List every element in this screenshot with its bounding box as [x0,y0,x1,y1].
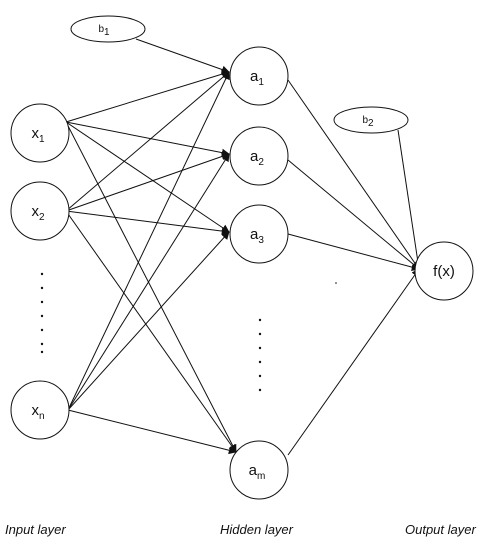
edge-a3-fx [287,233,420,272]
hidden-node-am: am [229,440,289,500]
edge-x2-a3 [65,210,230,236]
bias-label-b2: b2 [362,115,374,129]
edge-x1-a1 [65,70,230,123]
node-label-a2: a2 [250,148,264,168]
hidden-ellipsis-dots [258,318,262,392]
node-label-fx: f(x) [433,263,455,280]
edge-x1-am [65,121,237,453]
edge-a1-fx [287,79,420,270]
hidden-node-a3: a3 [229,204,289,264]
input-node-x2: x2 [10,181,70,241]
node-label-x2: x2 [31,203,45,223]
hidden-layer-label: Hidden layer [220,522,294,537]
edge-x1-a2 [65,121,230,157]
node-label-a1: a1 [250,68,264,88]
edge-b1-a1 [135,38,230,74]
node-label-x1: x1 [31,125,45,145]
edge-b2-fx [397,129,422,270]
edge-xn-a3 [67,231,230,411]
input-layer-label: Input layer [5,522,66,537]
input-node-xn: xn [10,380,70,440]
edge-xn-a2 [67,153,230,411]
bias-node-b2: b2 [333,106,409,134]
hidden-node-a2: a2 [229,126,289,186]
edge-x2-a1 [65,71,230,212]
edge-x1-a3 [65,121,230,233]
node-label-xn: xn [31,402,44,422]
stray-dot [335,282,337,284]
edge-am-fx [287,268,420,456]
input-ellipsis-dots [40,272,44,354]
node-label-a3: a3 [250,226,264,246]
output-layer-label: Output layer [405,522,476,537]
edge-xn-a1 [67,71,230,411]
connections [65,38,422,456]
input-node-x1: x1 [10,103,70,163]
bias-label-b1: b1 [98,24,110,38]
edge-a2-fx [287,159,420,270]
edge-x2-am [65,210,237,453]
output-node-fx: f(x) [414,241,474,301]
hidden-node-a1: a1 [229,46,289,106]
bias-node-b1: b1 [70,15,146,43]
node-label-am: am [249,462,266,482]
edge-xn-am [67,409,237,455]
edge-x2-a2 [65,152,230,212]
